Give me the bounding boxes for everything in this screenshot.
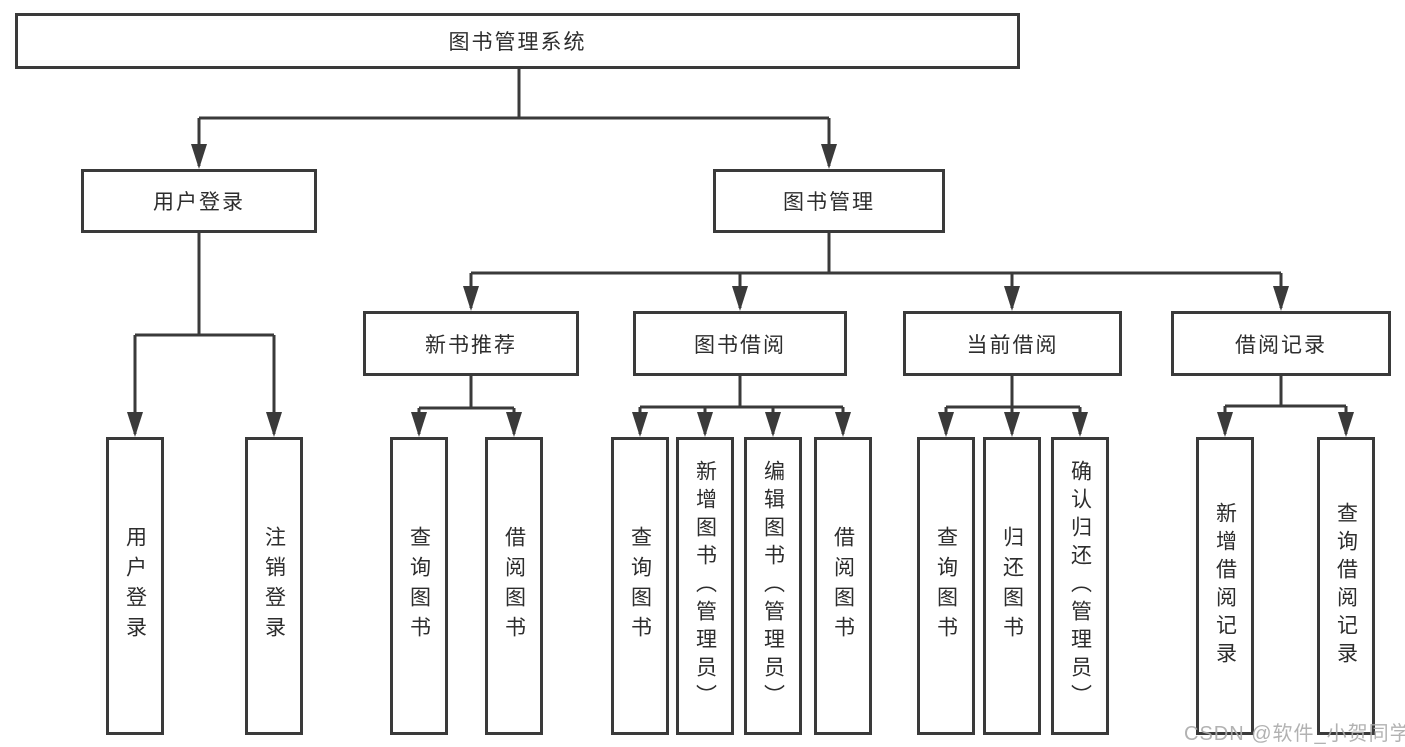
leaf-user-login: 用户登录 xyxy=(106,437,164,735)
leaf-borrow-books: 借阅图书 xyxy=(814,437,872,735)
leaf-logout: 注销登录 xyxy=(245,437,303,735)
node-borrowing-records: 借阅记录 xyxy=(1171,311,1391,376)
leaf-query-books-recommend: 查询图书 xyxy=(390,437,448,735)
node-book-management: 图书管理 xyxy=(713,169,945,233)
leaf-query-borrow-record: 查询借阅记录 xyxy=(1317,437,1375,735)
node-user-login: 用户登录 xyxy=(81,169,317,233)
arrowheads xyxy=(127,144,1354,437)
node-root-system: 图书管理系统 xyxy=(15,13,1020,69)
leaf-confirm-return-admin: 确认归还（管理员） xyxy=(1051,437,1109,735)
leaf-query-books-current: 查询图书 xyxy=(917,437,975,735)
leaf-add-borrow-record: 新增借阅记录 xyxy=(1196,437,1254,735)
leaf-borrow-books-recommend: 借阅图书 xyxy=(485,437,543,735)
node-new-book-recommend: 新书推荐 xyxy=(363,311,579,376)
leaf-query-books-borrowing: 查询图书 xyxy=(611,437,669,735)
node-book-borrowing: 图书借阅 xyxy=(633,311,847,376)
leaf-return-book: 归还图书 xyxy=(983,437,1041,735)
watermark: CSDN @软件_小贺同学 xyxy=(1184,723,1405,745)
leaf-add-book-admin: 新增图书（管理员） xyxy=(676,437,734,735)
node-current-borrowing: 当前借阅 xyxy=(903,311,1122,376)
leaf-edit-book-admin: 编辑图书（管理员） xyxy=(744,437,802,735)
